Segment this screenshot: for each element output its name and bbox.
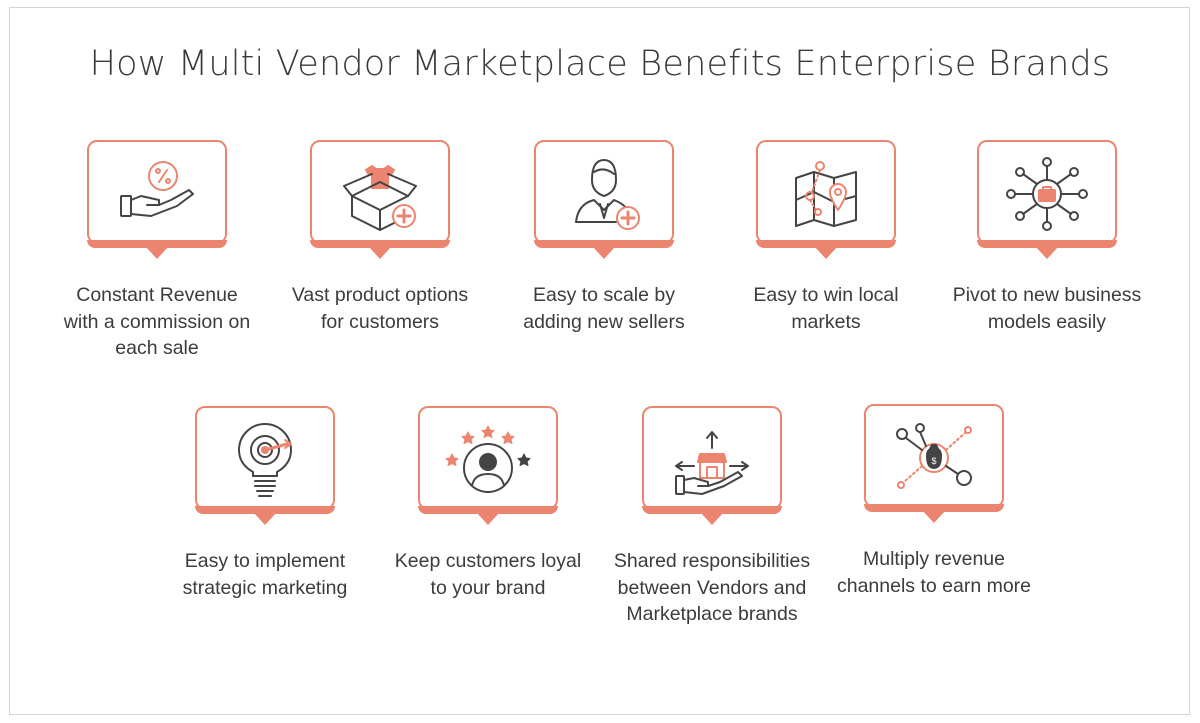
business-network-icon bbox=[997, 152, 1097, 232]
card-band bbox=[864, 504, 1004, 512]
product-box-icon bbox=[330, 152, 430, 232]
card-pointer bbox=[700, 512, 724, 525]
card-band bbox=[310, 240, 450, 248]
card-pointer bbox=[253, 512, 277, 525]
card-pointer bbox=[922, 510, 946, 523]
benefit-card-shared: Shared responsibilities between Vendors … bbox=[614, 406, 810, 625]
benefit-card-local: Easy to win local markets bbox=[753, 140, 899, 333]
card-box bbox=[534, 140, 674, 244]
benefit-label: Constant Revenue with a commission on ea… bbox=[63, 284, 251, 359]
card-box bbox=[418, 406, 558, 510]
card-pointer bbox=[368, 246, 392, 259]
benefit-label: Keep customers loyal to your brand bbox=[394, 550, 582, 599]
loyal-customer-icon bbox=[438, 418, 538, 498]
target-bulb-icon bbox=[215, 418, 315, 498]
shared-store-icon bbox=[662, 418, 762, 498]
benefit-card-loyalty: Keep customers loyal to your brand bbox=[395, 406, 581, 599]
card-box bbox=[756, 140, 896, 244]
benefit-card-scale: Easy to scale by adding new sellers bbox=[523, 140, 685, 333]
add-seller-icon bbox=[554, 152, 654, 232]
revenue-channels-icon: $ bbox=[884, 416, 984, 496]
card-band bbox=[977, 240, 1117, 248]
benefit-label: Easy to scale by adding new sellers bbox=[523, 284, 685, 333]
svg-text:$: $ bbox=[931, 456, 936, 466]
benefit-label: Easy to win local markets bbox=[753, 284, 899, 333]
benefit-label: Easy to implement strategic marketing bbox=[182, 550, 348, 599]
benefit-card-pivot: Pivot to new business models easily bbox=[953, 140, 1141, 333]
card-box bbox=[642, 406, 782, 510]
card-band bbox=[642, 506, 782, 514]
infographic-frame bbox=[9, 7, 1190, 715]
card-pointer bbox=[814, 246, 838, 259]
card-pointer bbox=[145, 246, 169, 259]
card-band bbox=[418, 506, 558, 514]
percent-hand-icon bbox=[107, 152, 207, 232]
benefit-label: Shared responsibilities between Vendors … bbox=[613, 550, 811, 625]
card-band bbox=[534, 240, 674, 248]
map-pin-icon bbox=[776, 152, 876, 232]
card-pointer bbox=[1035, 246, 1059, 259]
card-box: $ bbox=[864, 404, 1004, 508]
card-band bbox=[195, 506, 335, 514]
benefit-card-revenue: Constant Revenue with a commission on ea… bbox=[64, 140, 250, 359]
card-box bbox=[87, 140, 227, 244]
benefit-label: Multiply revenue channels to earn more bbox=[836, 548, 1032, 597]
card-box bbox=[310, 140, 450, 244]
benefit-card-channels: $ Multiply revenue channels to earn more bbox=[837, 404, 1031, 597]
benefit-card-marketing: Easy to implement strategic marketing bbox=[183, 406, 347, 599]
benefit-label: Vast product options for customers bbox=[291, 284, 469, 333]
card-band bbox=[87, 240, 227, 248]
card-box bbox=[195, 406, 335, 510]
page-title: How Multi Vendor Marketplace Benefits En… bbox=[89, 44, 1111, 84]
card-pointer bbox=[476, 512, 500, 525]
benefit-card-products: Vast product options for customers bbox=[292, 140, 468, 333]
card-band bbox=[756, 240, 896, 248]
card-box bbox=[977, 140, 1117, 244]
card-pointer bbox=[592, 246, 616, 259]
benefit-label: Pivot to new business models easily bbox=[952, 284, 1142, 333]
